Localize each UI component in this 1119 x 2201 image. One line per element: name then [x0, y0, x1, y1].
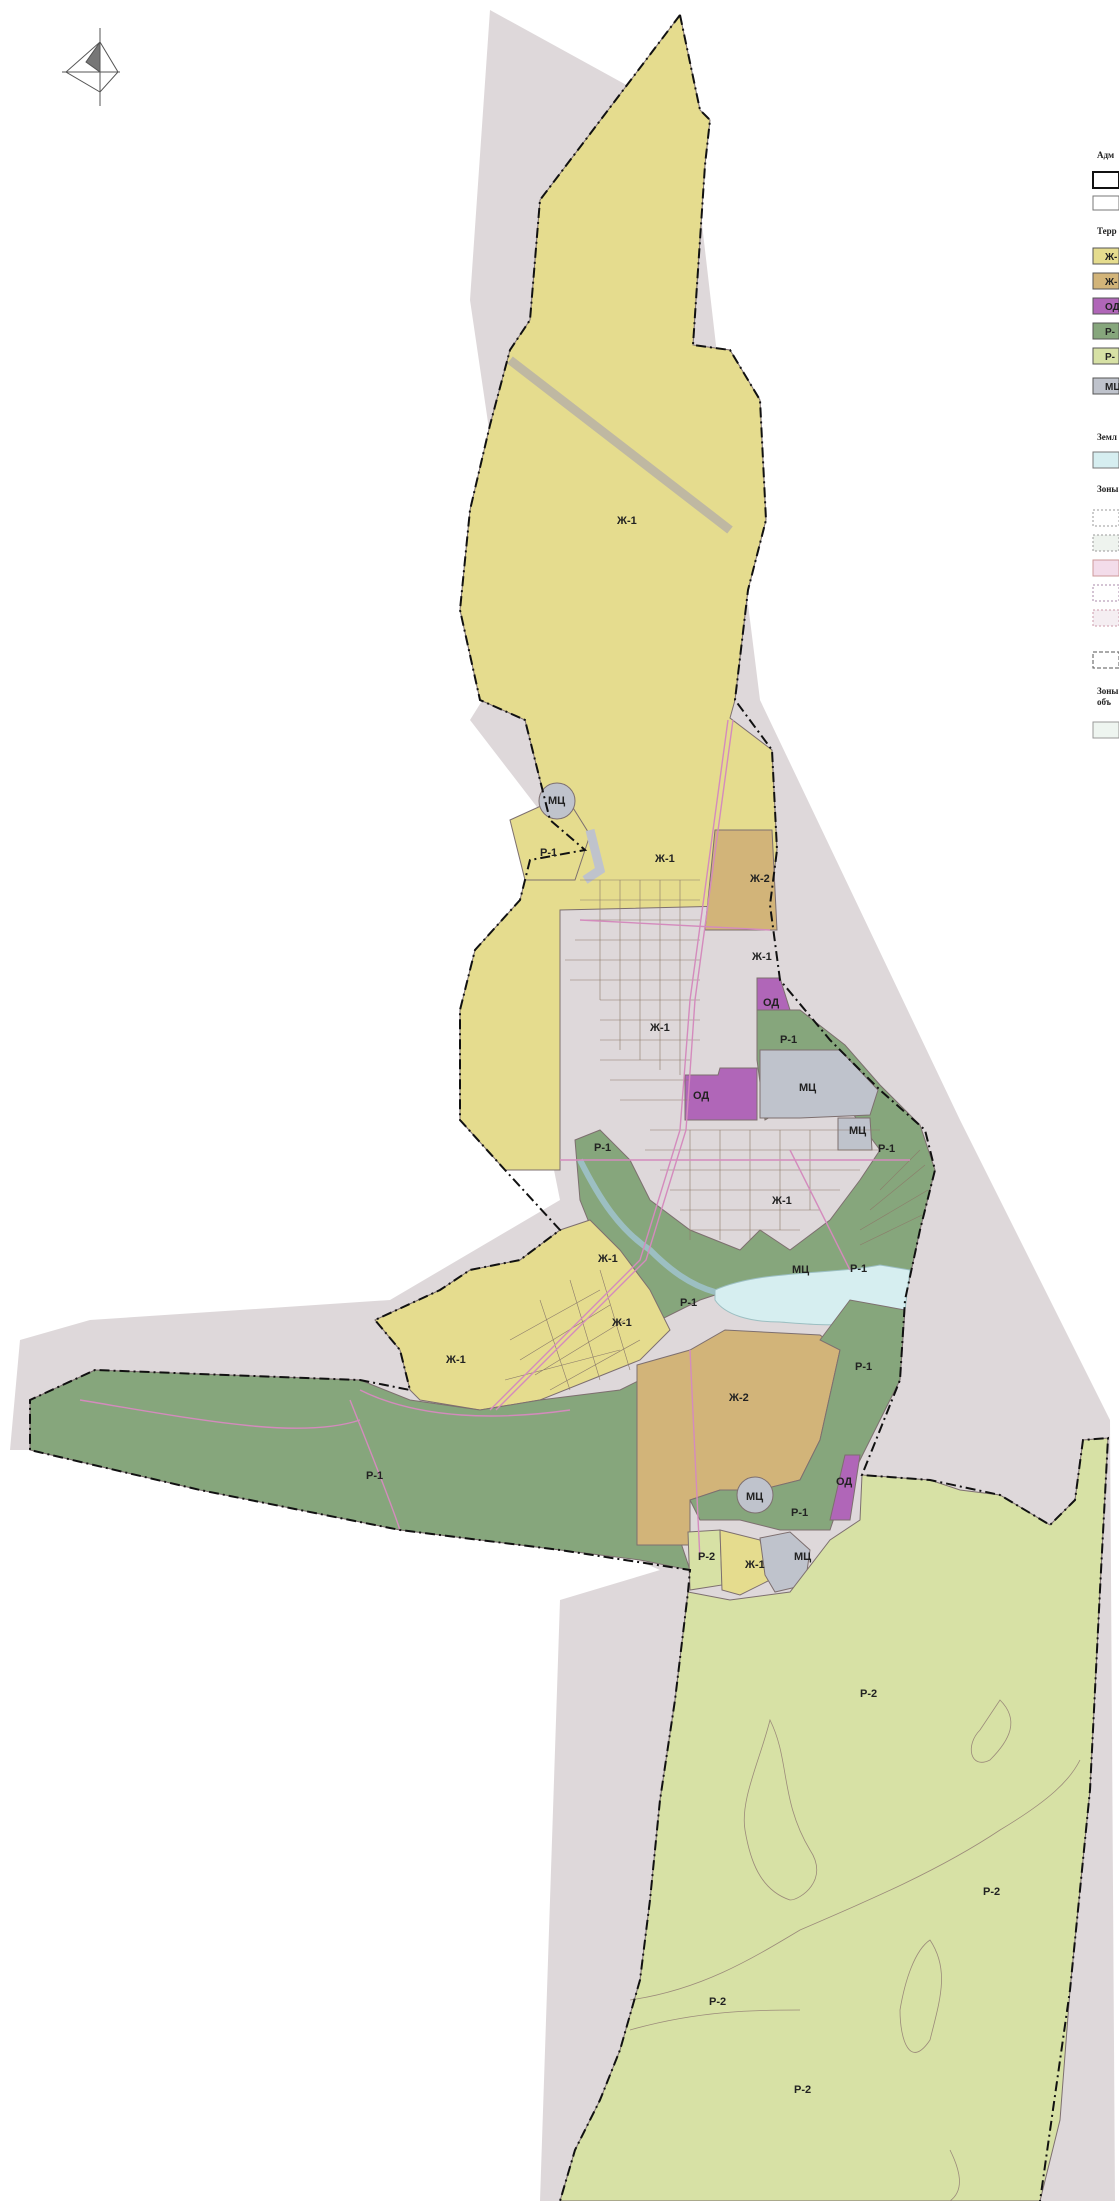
stream — [577, 1158, 716, 1295]
label-zh2-north: Ж-2 — [749, 873, 770, 885]
legend-label-r2: Р- — [1105, 352, 1115, 363]
label-mc-small: МЦ — [849, 1125, 866, 1137]
label-zh2-south: Ж-2 — [728, 1392, 749, 1404]
legend-swatch-zone-e — [1092, 609, 1119, 627]
label-zh1-center-a: Ж-1 — [654, 853, 675, 865]
legend-land-heading: Земл — [1097, 432, 1117, 442]
legend-label-zh2: Ж- — [1104, 277, 1117, 288]
streets — [79, 719, 910, 1561]
label-r1-lake: Р-1 — [850, 1263, 867, 1275]
legend-swatch-zone-a — [1092, 509, 1119, 527]
zone-od-b — [684, 1067, 758, 1121]
label-r1-southeast: Р-1 — [855, 1361, 872, 1373]
label-zh1-small: Ж-1 — [744, 1559, 765, 1571]
label-r1-south: Р-1 — [791, 1507, 808, 1519]
r2-contours — [629, 1699, 1081, 2201]
settlement-boundary-west — [29, 14, 692, 2201]
legend-swatch-zh2 — [1092, 272, 1119, 290]
legend-swatch-zh1 — [1092, 247, 1119, 265]
legend: Адм Терр Ж- Ж- ОД Р- Р- МЦ Земл Зоны Зон… — [1092, 150, 1119, 739]
legend-label-od: ОД — [1105, 302, 1119, 313]
zone-mc-south — [736, 1476, 774, 1514]
label-zh1-center-b: Ж-1 — [751, 951, 772, 963]
settlement-boundary — [679, 14, 1110, 2201]
legend-zones-heading: Зоны — [1097, 484, 1118, 494]
label-r1-west-strip: Р-1 — [366, 1470, 383, 1482]
zone-r1-west-strip — [29, 1369, 691, 1571]
legend-swatch-zone-c — [1092, 559, 1119, 577]
legend-label-zh1: Ж- — [1104, 252, 1117, 263]
label-r1-east: Р-1 — [878, 1143, 895, 1155]
zone-zh1-small — [719, 1529, 771, 1596]
access-road — [507, 356, 733, 534]
label-r1-lake-w: Р-1 — [680, 1297, 697, 1309]
label-mc-small-south: МЦ — [794, 1551, 811, 1563]
label-od-b: ОД — [693, 1090, 709, 1102]
zone-zh1-southwest — [374, 1219, 671, 1411]
legend-border-swatch — [1092, 195, 1119, 211]
zone-od-south — [829, 1454, 861, 1521]
label-mc-south: МЦ — [746, 1491, 763, 1503]
label-od-a: ОД — [763, 997, 779, 1009]
label-r2-d: Р-2 — [794, 2084, 811, 2096]
legend-boundary-swatch — [1092, 171, 1119, 189]
compass-icon — [62, 28, 120, 106]
label-r1-west: Р-1 — [594, 1142, 611, 1154]
legend-swatch-zone-b — [1092, 534, 1119, 552]
label-mc-north: МЦ — [548, 795, 565, 807]
legend-zones-objects-heading-1: Зоны — [1097, 686, 1118, 696]
label-r1-north: Р-1 — [540, 847, 557, 859]
legend-swatch-zone-d — [1092, 584, 1119, 602]
legend-swatch-zone-objects — [1092, 721, 1119, 739]
legend-swatch-zone-f — [1092, 651, 1119, 669]
legend-zones-objects-heading-2: объ — [1097, 697, 1112, 707]
residential-parcels — [504, 879, 929, 1391]
legend-label-mc: МЦ — [1105, 382, 1119, 393]
legend-swatch-r1 — [1092, 322, 1119, 340]
label-r2-c: Р-2 — [709, 1996, 726, 2008]
label-zh1-southwest: Ж-1 — [445, 1354, 466, 1366]
legend-label-r1: Р- — [1105, 327, 1115, 338]
legend-territory-heading: Терр — [1097, 226, 1117, 236]
label-zh1-south-b: Ж-1 — [597, 1253, 618, 1265]
label-r2-small: Р-2 — [698, 1551, 715, 1563]
legend-swatch-r2 — [1092, 347, 1119, 365]
legend-swatch-mc — [1092, 377, 1119, 395]
label-mc-lake: МЦ — [792, 1264, 809, 1276]
label-r1-center-a: Р-1 — [780, 1034, 797, 1046]
label-zh1-center-c: Ж-1 — [649, 1022, 670, 1034]
label-r2-b: Р-2 — [983, 1886, 1000, 1898]
label-zh1-south-c: Ж-1 — [611, 1317, 632, 1329]
label-mc-center: МЦ — [799, 1082, 816, 1094]
legend-admin-heading: Адм — [1097, 150, 1114, 160]
label-od-south: ОД — [836, 1476, 852, 1488]
label-zh1-north: Ж-1 — [616, 515, 637, 527]
label-r2-a: Р-2 — [860, 1688, 877, 1700]
legend-swatch-water — [1092, 451, 1119, 469]
label-zh1-south-a: Ж-1 — [771, 1195, 792, 1207]
legend-swatch-od — [1092, 297, 1119, 315]
